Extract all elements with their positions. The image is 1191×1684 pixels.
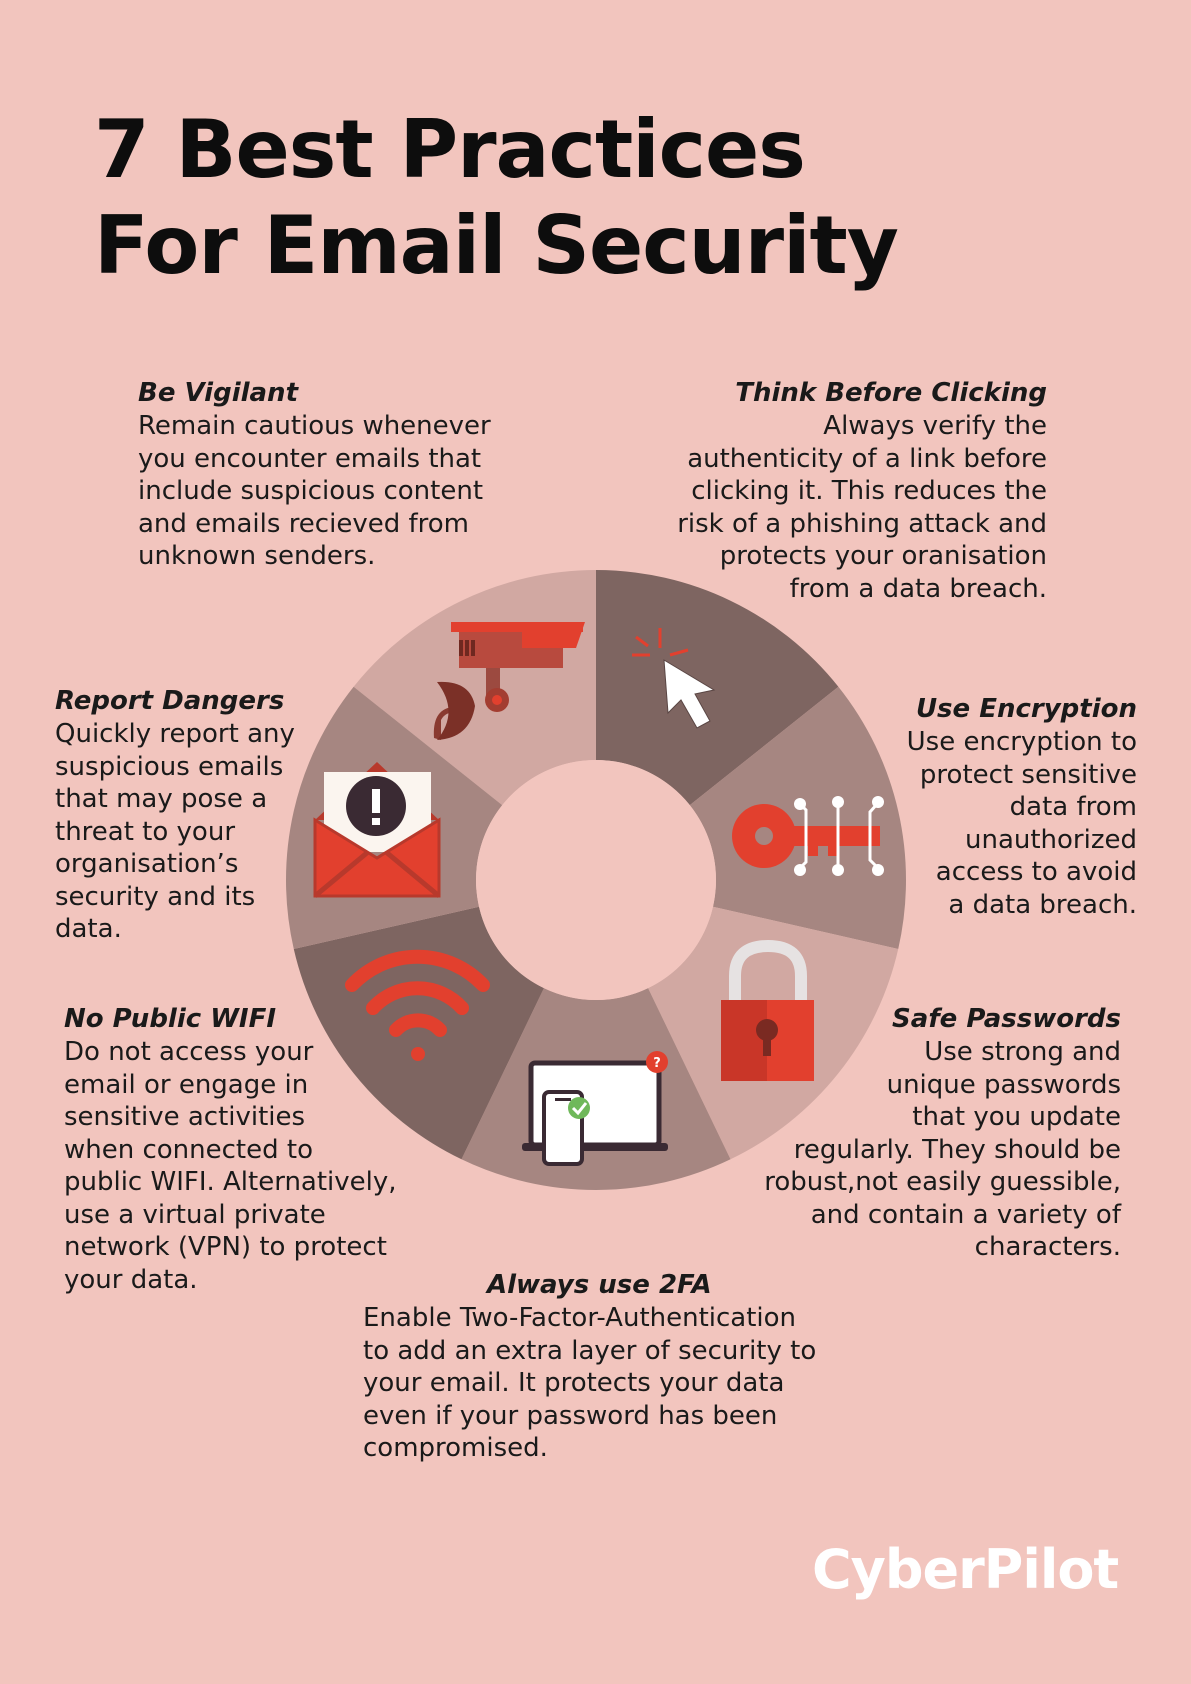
practice-heading: Safe Passwords (892, 1004, 1121, 1034)
title-line-2: For Email Security (94, 199, 899, 292)
wheel-center (476, 760, 716, 1000)
page-title: 7 Best Practices For Email Security (94, 102, 899, 294)
practice-be-vigilant: Be Vigilant Remain cautious whenever you… (138, 376, 491, 573)
practice-text-line: that may pose a (55, 784, 268, 814)
practice-report-dangers: Report Dangers Quickly report any suspic… (55, 684, 295, 946)
practice-heading: Be Vigilant (138, 378, 298, 408)
svg-text:?: ? (653, 1056, 661, 1071)
practice-text-line: protects your oranisation (719, 541, 1047, 571)
practice-heading: Use Encryption (915, 694, 1137, 724)
practice-text-line: and contain a variety of (810, 1199, 1121, 1230)
practice-text-line: your email. It protects your data (363, 1368, 785, 1398)
practice-text-line: threat to your (55, 816, 236, 847)
practice-text-line: Do not access your (64, 1037, 314, 1067)
wifi-icon (345, 949, 490, 1061)
practice-text-line: to add an extra layer of security to (363, 1335, 817, 1366)
practice-text-line: unauthorized (964, 824, 1137, 855)
practice-text-line: even if your password has been (363, 1400, 778, 1431)
practice-text-line: email or engage in (64, 1069, 309, 1100)
practice-text-line: your data. (64, 1264, 198, 1295)
practice-text-line: robust,not easily guessible, (764, 1167, 1121, 1197)
practice-text-line: Use strong and (924, 1037, 1121, 1067)
practice-text-line: network (VPN) to protect (64, 1232, 387, 1262)
practice-text-line: Quickly report any (55, 719, 295, 749)
cursor-click-icon (632, 628, 716, 729)
practice-text-line: characters. (974, 1232, 1121, 1262)
practice-text-line: unknown senders. (138, 541, 376, 571)
laptop-phone-icon: ? (522, 1051, 668, 1166)
security-camera-icon (433, 622, 585, 740)
practice-text-line: organisation’s (55, 849, 239, 879)
practice-text-line: risk of a phishing attack and (677, 508, 1047, 539)
practice-heading: Report Dangers (55, 686, 285, 716)
padlock-icon (721, 939, 814, 1081)
practice-text-line: sensitive activities (64, 1102, 306, 1132)
practice-text-line: regularly. They should be (793, 1134, 1121, 1165)
practice-text-line: data from (1009, 792, 1137, 822)
practice-text-line: that you update (912, 1102, 1121, 1132)
practice-text-line: Remain cautious whenever (138, 411, 491, 441)
practice-no-public-wifi: No Public WIFI Do not access your email … (64, 1002, 397, 1296)
practice-text-line: and emails recieved from (138, 508, 469, 539)
practice-text-line: public WIFI. Alternatively, (64, 1167, 397, 1197)
practice-text-line: clicking it. This reduces the (691, 476, 1047, 506)
practice-text-line: security and its (55, 881, 256, 912)
practice-text-line: Always verify the (823, 411, 1047, 441)
practice-heading: Think Before Clicking (735, 378, 1047, 408)
practice-text-line: access to avoid (935, 857, 1137, 887)
warning-envelope-icon (313, 762, 441, 898)
title-line-1: 7 Best Practices (94, 103, 806, 196)
brand-logo: CyberPilot (812, 1538, 1119, 1601)
practice-heading: No Public WIFI (64, 1004, 276, 1034)
practice-text-line: include suspicious content (138, 476, 484, 506)
wheel-segment-6 (293, 906, 544, 1160)
wheel-segment-2 (596, 570, 839, 806)
practice-text-line: suspicious emails (55, 751, 284, 782)
practice-always-use-2fa: Always use 2FA Enable Two-Factor-Authent… (363, 1268, 816, 1465)
practice-text-line: protect sensitive (919, 759, 1137, 790)
practice-text-line: Enable Two-Factor-Authentication (363, 1303, 797, 1333)
practice-text-line: unique passwords (886, 1069, 1121, 1100)
practice-text-line: data. (55, 914, 122, 944)
practice-think-before-clicking: Think Before Clicking Always verify the … (677, 376, 1047, 605)
practice-text-line: you encounter emails that (138, 443, 482, 474)
practice-text-line: when connected to (64, 1134, 313, 1165)
practice-text-line: compromised. (363, 1433, 548, 1463)
key-icon (732, 796, 884, 876)
practice-text-line: Use encryption to (906, 727, 1137, 757)
wheel-segment-3 (689, 686, 906, 949)
practice-safe-passwords: Safe Passwords Use strong and unique pas… (764, 1002, 1121, 1264)
practice-heading: Always use 2FA (487, 1270, 712, 1300)
practice-text-line: use a virtual private (64, 1199, 326, 1230)
practice-text-line: authenticity of a link before (687, 443, 1047, 474)
practice-use-encryption: Use Encryption Use encryption to protect… (907, 692, 1137, 921)
practice-text-line: a data breach. (948, 889, 1137, 920)
practice-text-line: from a data breach. (789, 573, 1047, 604)
